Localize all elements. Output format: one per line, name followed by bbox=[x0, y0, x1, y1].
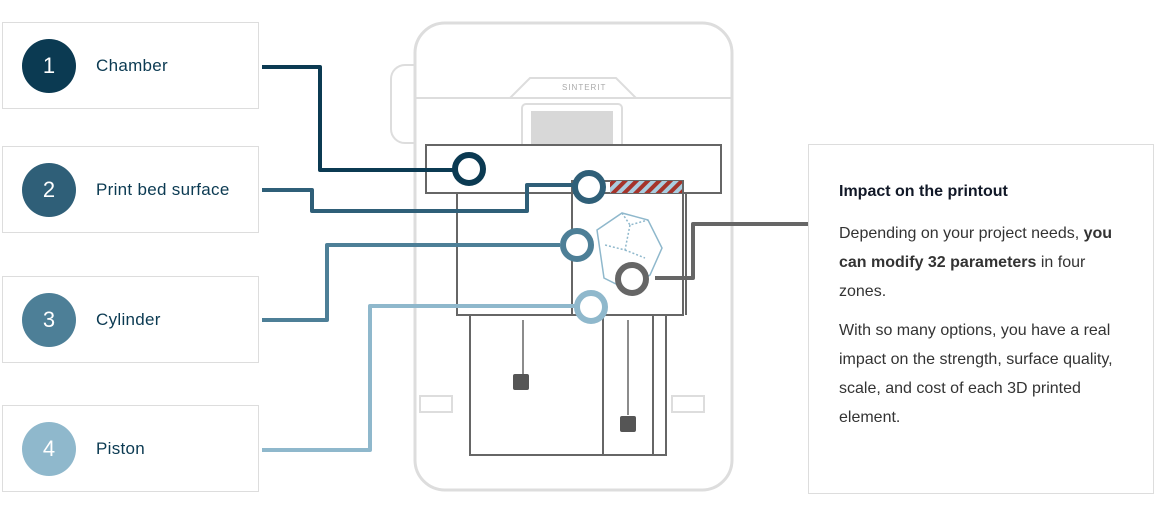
info-title: Impact on the printout bbox=[839, 183, 1008, 200]
connector-chamber bbox=[262, 65, 460, 172]
zone-label: Cylinder bbox=[96, 309, 161, 329]
zone-label: Piston bbox=[96, 438, 146, 458]
connector-piston bbox=[262, 304, 578, 452]
info-bold-text: you can modify 32 parameters bbox=[839, 225, 1113, 271]
info-text: Depending on your project needs, bbox=[839, 225, 1084, 242]
zone-label: Chamber bbox=[96, 55, 169, 75]
info-text: in four zones. bbox=[839, 254, 1086, 300]
zone-cylinder[interactable]: 3 Cylinder bbox=[2, 276, 259, 363]
connector-cylinder bbox=[262, 243, 560, 322]
brand-logo: SINTERIT bbox=[562, 83, 606, 92]
zone-number-badge: 3 bbox=[22, 292, 76, 347]
zone-print-bed-surface[interactable]: 2 Print bed surface bbox=[2, 146, 259, 233]
impact-info-panel: Impact on the printout Depending on your… bbox=[808, 144, 1154, 494]
info-paragraph-2: With so many options, you have a real im… bbox=[839, 322, 1113, 426]
zone-chamber[interactable]: 1 Chamber bbox=[2, 22, 259, 109]
print-bed-heater bbox=[610, 181, 682, 193]
zone-piston[interactable]: 4 Piston bbox=[2, 405, 259, 492]
info-paragraph-1: Depending on your project needs, you can… bbox=[839, 219, 1123, 306]
zone-number-badge: 4 bbox=[22, 421, 76, 476]
connector-info bbox=[655, 222, 808, 280]
dodecahedron-model bbox=[596, 212, 663, 291]
printer-body bbox=[390, 21, 734, 492]
zone-number-badge: 2 bbox=[22, 162, 76, 217]
zone-number-badge: 1 bbox=[22, 38, 76, 93]
connector-print-bed bbox=[262, 183, 575, 213]
zone-label: Print bed surface bbox=[96, 179, 230, 199]
